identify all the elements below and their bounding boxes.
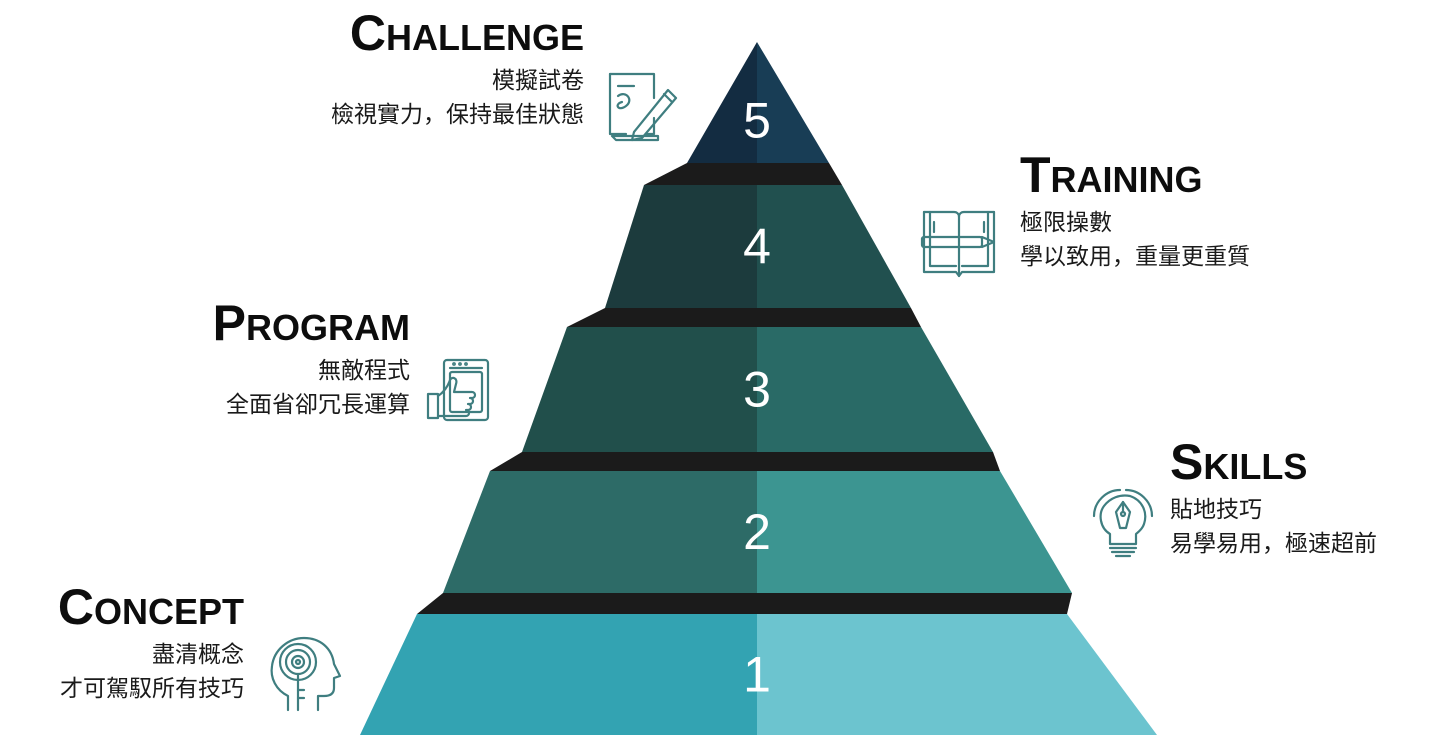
pyramid-level-numbers: 1 2 3 4 5 [743,93,771,703]
tier-2-number: 2 [743,504,771,560]
callout-challenge: CHALLENGE 模擬試卷 檢視實力，保持最佳狀態 [331,8,584,132]
program-line-1: 無敵程式 [318,358,410,384]
challenge-line-1: 模擬試卷 [492,68,584,94]
tier-5-right-face [757,42,829,163]
tier-3-left-face [522,327,757,452]
program-title: PROGRAM [212,295,410,351]
training-line-2: 學以致用，重量更重質 [1020,244,1250,270]
tier-gap-2-3 [490,452,1000,471]
tier-3-right-face [757,327,993,452]
concept-title: CONCEPT [57,579,244,635]
tier-gap-3-4 [567,308,921,327]
tier-1-left-face [360,614,757,735]
tier-3-number: 3 [743,362,771,418]
pyramid-tiers [360,42,1157,735]
tier-4-number: 4 [743,219,771,275]
skills-title: SKILLS [1170,434,1308,490]
skills-line-2: 易學易用，極速超前 [1170,531,1377,557]
open-book-pencil-icon [920,206,998,282]
program-line-2: 全面省卻冗長運算 [226,392,410,418]
callout-skills: SKILLS 貼地技巧 易學易用，極速超前 [1170,437,1377,561]
tier-4-right-face [757,185,911,308]
tier-1-number: 1 [743,647,771,703]
concept-line-1: 盡清概念 [152,642,244,668]
challenge-line-2: 檢視實力，保持最佳狀態 [331,102,584,128]
tier-gap-4-5 [644,163,842,185]
tier-2-right-face [757,471,1072,593]
lightbulb-pen-icon [1090,488,1156,562]
tier-4-left-face [605,185,757,308]
callout-training: TRAINING 極限操數 學以致用，重量更重質 [1020,150,1250,274]
skills-line-1: 貼地技巧 [1170,497,1262,523]
training-title: TRAINING [1020,147,1203,203]
training-line-1: 極限操數 [1020,210,1112,236]
exam-paper-pencil-icon [604,70,680,142]
callout-concept: CONCEPT 盡清概念 才可駕馭所有技巧 [58,582,244,706]
tier-2-left-face [443,471,757,593]
challenge-title: CHALLENGE [349,5,584,61]
callout-program: PROGRAM 無敵程式 全面省卻冗長運算 [213,298,410,422]
tier-1-right-face [757,614,1157,735]
tier-5-number: 5 [743,93,771,149]
concept-line-2: 才可駕馭所有技巧 [60,676,244,702]
head-key-icon [262,634,344,714]
tier-gap-1-2 [417,593,1072,614]
pyramid-gap-strips [417,163,1072,614]
calculator-hand-icon [426,358,494,424]
tier-5-left-face [687,42,757,163]
